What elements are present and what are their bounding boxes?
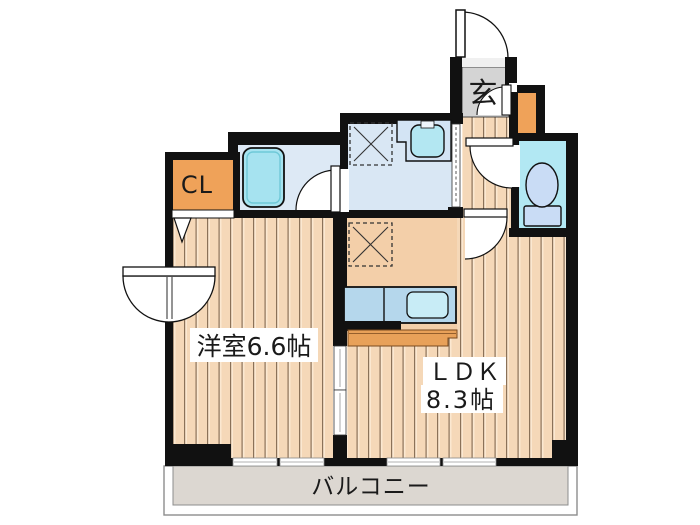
- wall: [450, 57, 462, 124]
- wall: [340, 113, 463, 124]
- x-mark: [353, 126, 389, 162]
- room-labels: CL 玄 洋室6.6帖 ＬＤＫ 8.3帖 バルコニー: [181, 76, 506, 500]
- washing-machine-space: [349, 122, 393, 166]
- shoe-cabinet: [518, 93, 536, 133]
- door-leaf: [501, 84, 512, 116]
- label-background: [190, 328, 318, 362]
- wall: [509, 228, 578, 237]
- wall-corner-column: [552, 440, 578, 466]
- label-background: [423, 357, 506, 385]
- washbasin: [396, 119, 452, 162]
- wall: [228, 132, 238, 160]
- walls: [165, 57, 578, 466]
- closet-door-track: [171, 209, 235, 219]
- wall: [509, 93, 518, 133]
- ldk-size-label: 8.3帖: [426, 386, 496, 414]
- wall: [509, 133, 578, 141]
- door-opening: [339, 169, 349, 212]
- door-opening: [510, 145, 520, 187]
- refrigerator-space: [348, 222, 393, 267]
- wall-corner-column: [165, 444, 231, 466]
- genkan-inner-door: [476, 83, 517, 116]
- wall: [165, 152, 240, 160]
- closet-door: [171, 209, 235, 244]
- bathroom-door: [295, 165, 349, 213]
- kitchen-sink: [406, 291, 449, 319]
- genkan-label: 玄: [468, 76, 497, 110]
- ldk-label: ＬＤＫ: [428, 358, 500, 386]
- door-swing-arc: [464, 216, 508, 260]
- wall: [228, 210, 463, 218]
- wall: [233, 160, 240, 218]
- counter-base-wall: [344, 321, 401, 331]
- closet-box: [172, 160, 234, 210]
- door-swing-area: [465, 217, 507, 259]
- toilet-fixture: [523, 162, 562, 227]
- toilet-bowl: [525, 162, 559, 208]
- ldk-door: [463, 208, 508, 260]
- door-swing-arc: [461, 11, 509, 59]
- washbasin-faucet: [420, 120, 435, 129]
- door-swing-arc: [295, 169, 337, 211]
- dashed-square: [348, 222, 393, 267]
- wall: [505, 85, 545, 93]
- bathtub: [242, 147, 285, 208]
- closet-opening-triangle: [173, 217, 192, 244]
- room-divider-sliding-door: [333, 345, 347, 436]
- door-opening: [509, 83, 517, 92]
- wall-bottom-exterior: [165, 458, 578, 466]
- toilet-door: [465, 137, 520, 189]
- door-leaf: [465, 137, 514, 147]
- wall-right-exterior: [566, 141, 578, 466]
- x-mark: [352, 226, 389, 263]
- door-leaf: [455, 9, 466, 58]
- dashed-square: [349, 122, 393, 166]
- door-swing-arc: [469, 145, 513, 189]
- door-swing-area: [477, 87, 505, 115]
- left-wall-door: [122, 266, 216, 323]
- door-swing-arc: [476, 86, 506, 116]
- washbasin-bowl: [410, 124, 445, 158]
- bathtub-rim: [246, 151, 281, 204]
- label-background: [421, 385, 503, 413]
- balcony-label: バルコニー: [311, 474, 431, 500]
- washroom-sliding-door: [451, 123, 461, 208]
- wall: [448, 207, 463, 212]
- bar-counter: [347, 329, 458, 347]
- wall: [536, 85, 545, 133]
- door-swing-area: [296, 170, 336, 210]
- toilet-tank: [523, 205, 562, 227]
- wall: [228, 132, 348, 145]
- kitchen-counter: [343, 286, 458, 347]
- bathtub-outline: [242, 147, 285, 208]
- entrance-door-opening: [462, 58, 505, 67]
- door-swing-area: [470, 146, 512, 188]
- balcony-windows: [232, 457, 497, 467]
- door-swing-halfdisc: [122, 275, 216, 323]
- closet-label: CL: [181, 171, 213, 199]
- door-leaf: [122, 266, 216, 277]
- western-room-label: 洋室6.6帖: [197, 332, 312, 361]
- entrance-door: [455, 9, 509, 67]
- door-leaf: [330, 165, 341, 213]
- wall: [340, 124, 348, 170]
- door-leaf: [463, 208, 508, 218]
